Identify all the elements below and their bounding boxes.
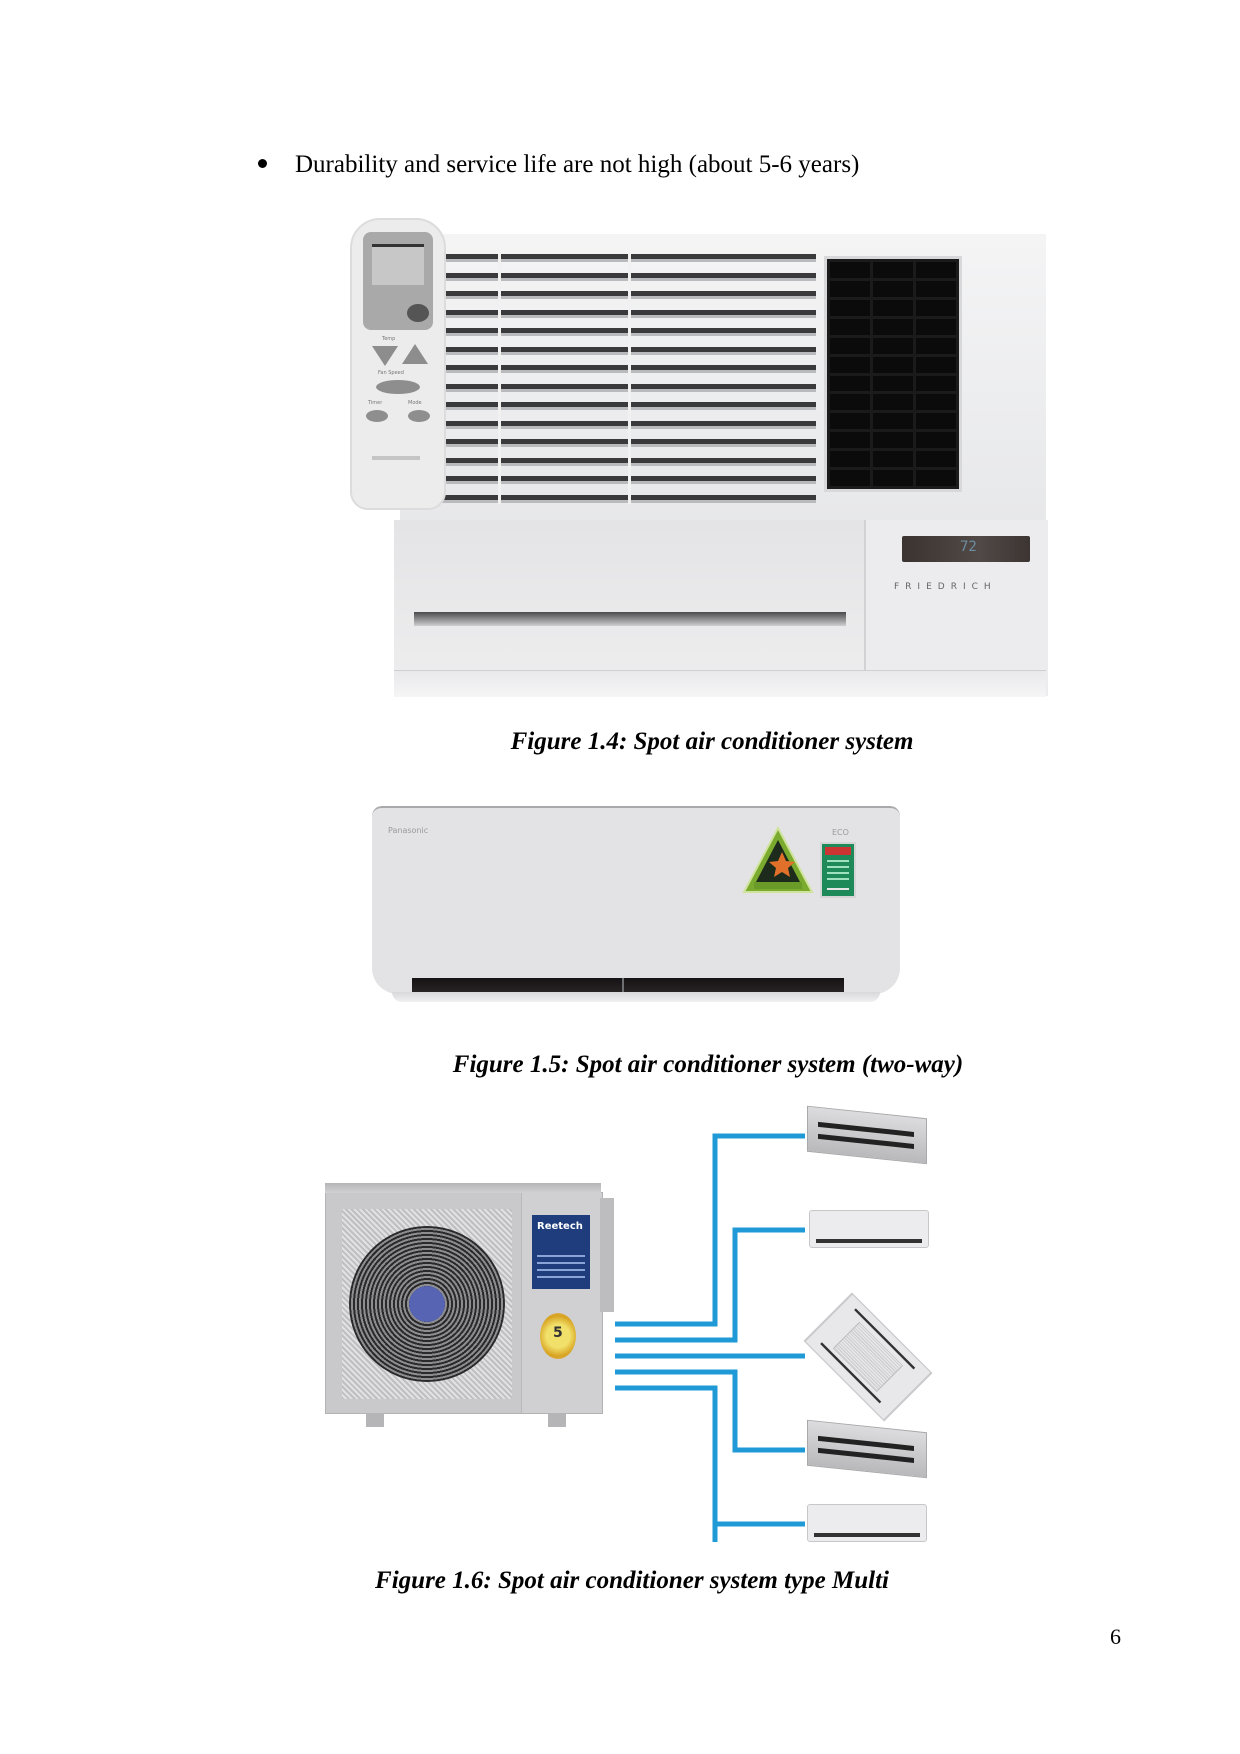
fan-icon [349, 1226, 505, 1382]
energy-rating-label-icon [820, 842, 856, 898]
mode-button-icon [408, 410, 430, 422]
temperature-display: 72 [902, 536, 1030, 562]
page-number: 6 [1110, 1624, 1121, 1649]
window-ac-lower-panel: 72 FRIEDRICH [394, 520, 1048, 697]
figure-1-6-caption: Figure 1.6: Spot air conditioner system … [375, 1567, 889, 1594]
split-indoor-unit: Panasonic ECO [372, 806, 900, 994]
power-button-icon [407, 304, 429, 322]
temp-up-icon [402, 344, 428, 364]
figure-1-4-caption: Figure 1.4: Spot air conditioner system [510, 728, 914, 755]
energy-star-badge-icon [742, 826, 814, 893]
indoor-unit-wall-mounted [807, 1504, 927, 1542]
fan-speed-button-icon [376, 380, 420, 394]
indoor-unit-cassette [803, 1292, 933, 1422]
timer-button-icon [366, 410, 388, 422]
figure-1-6-image: Reetech 5 [325, 1105, 965, 1542]
air-slot [414, 612, 846, 626]
louvers [416, 254, 816, 504]
figure-1-4-image: 72 FRIEDRICH Temp Fan Speed Timer Mode [350, 218, 1048, 697]
base-trim [394, 670, 1046, 697]
bullet-text: Durability and service life are not high… [295, 151, 860, 178]
intake-grid [824, 256, 962, 492]
brand-logo: FRIEDRICH [894, 582, 997, 592]
refrigerant-pipes-icon [615, 1133, 805, 1542]
figure-1-5-caption: Figure 1.5: Spot air conditioner system … [452, 1051, 964, 1078]
bullet-icon [258, 158, 267, 168]
bullet-item: Durability and service life are not high… [258, 148, 859, 182]
figure-1-5-image: Panasonic ECO [372, 806, 900, 1002]
remote-screen [363, 232, 433, 330]
brand-label: Reetech [532, 1215, 590, 1289]
window-ac-front-grille [400, 234, 1046, 520]
outdoor-unit: Reetech 5 [325, 1183, 603, 1427]
remote-control: Temp Fan Speed Timer Mode [350, 218, 446, 510]
control-panel: 72 FRIEDRICH [864, 520, 1048, 696]
fan-grille [342, 1209, 512, 1399]
indoor-unit-ducted [807, 1419, 927, 1479]
temp-down-icon [372, 346, 398, 366]
star-rating-badge-icon: 5 [540, 1313, 576, 1359]
indoor-unit-ducted [807, 1105, 927, 1165]
air-outlet [412, 978, 844, 994]
indoor-unit-wall-mounted [809, 1210, 929, 1248]
